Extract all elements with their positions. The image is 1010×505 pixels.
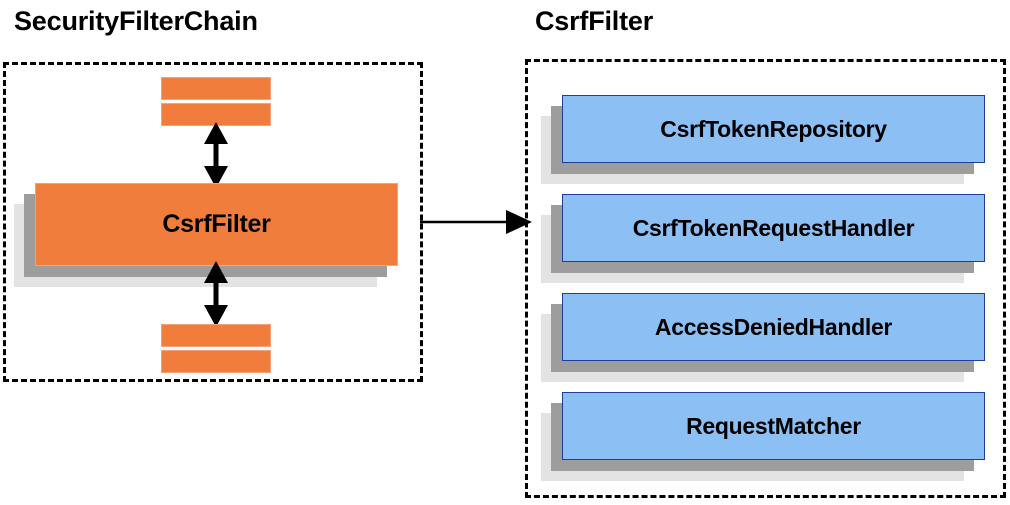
arrow-chain-to-detail	[420, 210, 532, 234]
node-face: CsrfTokenRequestHandler	[562, 194, 985, 262]
bidirectional-arrow-below-csrf-filter	[204, 261, 228, 327]
filter-bar-top-1	[161, 77, 271, 100]
node-request-matcher[interactable]: RequestMatcher	[541, 392, 985, 481]
node-label-csrf-filter: CsrfFilter	[162, 210, 271, 238]
filter-bar-bottom-1	[161, 324, 271, 347]
node-face: AccessDeniedHandler	[562, 293, 985, 361]
node-csrf-token-repository[interactable]: CsrfTokenRepository	[541, 95, 985, 184]
node-label-access-denied-handler: AccessDeniedHandler	[654, 313, 893, 340]
node-label-csrf-token-request-handler: CsrfTokenRequestHandler	[632, 214, 915, 241]
node-face: RequestMatcher	[562, 392, 985, 460]
filter-bar-bottom-2	[161, 350, 271, 373]
node-csrf-filter[interactable]: CsrfFilter	[14, 183, 398, 287]
node-label-csrf-token-repository: CsrfTokenRepository	[660, 115, 887, 142]
panel-title-security-filter-chain: SecurityFilterChain	[14, 6, 258, 36]
node-face: CsrfTokenRepository	[562, 95, 985, 163]
panel-title-csrf-filter: CsrfFilter	[535, 6, 654, 36]
bidirectional-arrow-above-csrf-filter	[204, 122, 228, 188]
csrf-filter-detail-panel	[525, 59, 1006, 498]
node-face: CsrfFilter	[35, 183, 398, 266]
node-csrf-token-request-handler[interactable]: CsrfTokenRequestHandler	[541, 194, 985, 283]
node-label-request-matcher: RequestMatcher	[686, 412, 861, 439]
node-access-denied-handler[interactable]: AccessDeniedHandler	[541, 293, 985, 382]
